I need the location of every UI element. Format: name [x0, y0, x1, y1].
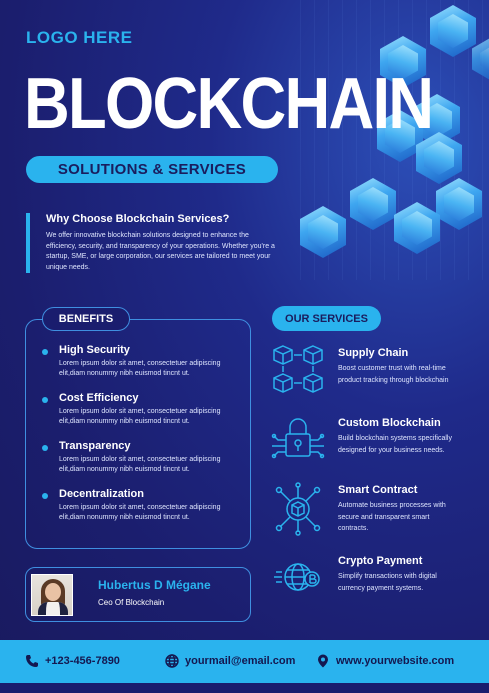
phone-icon	[26, 655, 38, 667]
benefit-title: Decentralization	[59, 488, 144, 500]
service-text: Simplify transactions with digital curre…	[338, 573, 437, 592]
footer-phone[interactable]: +123-456-7890	[25, 654, 120, 668]
benefit-text: Lorem ipsum dolor sit amet, consectetuer…	[59, 408, 221, 425]
services-label: OUR SERVICES	[272, 306, 381, 331]
service-text: Build blockchain systems specifically de…	[338, 435, 452, 454]
supply-chain-cubes-icon	[273, 345, 323, 393]
location-pin-icon	[318, 654, 328, 668]
benefit-title: Cost Efficiency	[59, 392, 139, 404]
footer-edge	[0, 683, 489, 693]
globe-coin-icon	[274, 563, 320, 591]
bullet-dot-icon	[42, 493, 48, 499]
benefit-title: Transparency	[59, 440, 131, 452]
footer-bar	[0, 640, 489, 683]
avatar	[31, 574, 73, 616]
bullet-dot-icon	[42, 349, 48, 355]
headline: BLOCKCHAIN	[24, 64, 434, 144]
network-cube-icon	[275, 482, 321, 536]
service-title: Smart Contract	[338, 484, 418, 496]
subtitle-pill: SOLUTIONS & SERVICES	[26, 156, 278, 183]
footer-email[interactable]: yourmail@email.com	[165, 654, 295, 668]
accent-bar	[26, 213, 30, 273]
profile-role: Ceo Of Blockchain	[98, 598, 165, 607]
profile-card	[25, 567, 251, 622]
service-title: Custom Blockchain	[338, 417, 441, 429]
phone-text: +123-456-7890	[45, 655, 120, 667]
hexagon-cube-icon	[472, 38, 489, 80]
logo-text: LOGO HERE	[26, 28, 133, 47]
bullet-dot-icon	[42, 445, 48, 451]
website-text: www.yourwebsite.com	[336, 655, 455, 667]
benefits-panel	[25, 319, 251, 549]
benefit-text: Lorem ipsum dolor sit amet, consectetuer…	[59, 504, 221, 521]
service-title: Crypto Payment	[338, 555, 423, 567]
email-text: yourmail@email.com	[185, 655, 296, 667]
benefit-title: High Security	[59, 344, 130, 356]
footer-website[interactable]: www.yourwebsite.com	[316, 654, 454, 668]
why-text: We offer innovative blockchain solutions…	[46, 232, 275, 271]
profile-name: Hubertus D Mégane	[98, 578, 211, 592]
benefit-text: Lorem ipsum dolor sit amet, consectetuer…	[59, 360, 221, 377]
globe-icon	[165, 654, 179, 668]
circuit-lock-icon	[271, 418, 325, 459]
service-title: Supply Chain	[338, 347, 409, 359]
service-text: Automate business processes with secure …	[338, 502, 446, 532]
service-text: Boost customer trust with real-time prod…	[338, 365, 449, 384]
benefits-label: BENEFITS	[42, 307, 130, 331]
benefit-text: Lorem ipsum dolor sit amet, consectetuer…	[59, 456, 221, 473]
why-title: Why Choose Blockchain Services?	[46, 213, 230, 225]
bullet-dot-icon	[42, 397, 48, 403]
